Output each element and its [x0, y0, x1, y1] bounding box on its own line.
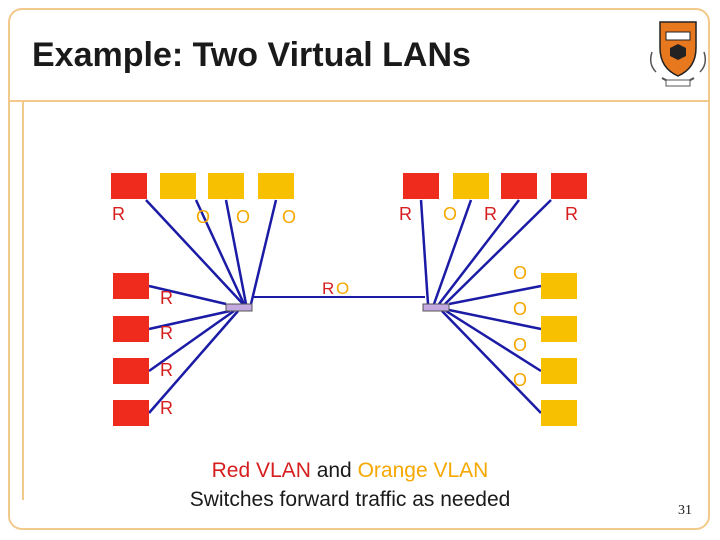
- host-right-1: [541, 273, 577, 299]
- page-number: 31: [678, 503, 692, 518]
- link-right-4: [441, 310, 542, 414]
- host-label-top-2: O: [196, 207, 210, 227]
- host-label-top-8: R: [565, 204, 578, 224]
- host-top-4: [258, 173, 294, 199]
- left-margin-rule: [22, 100, 24, 500]
- link-top-2: [194, 199, 246, 305]
- slide-frame: [8, 8, 710, 530]
- host-group: [111, 173, 587, 426]
- link-top-8: [444, 199, 552, 305]
- link-left-1: [148, 284, 227, 306]
- host-left-3: [113, 358, 149, 384]
- host-label-left-1: R: [160, 288, 173, 308]
- host-label-top-1: R: [112, 204, 125, 224]
- link-top-6: [432, 199, 473, 305]
- host-label-left-2: R: [160, 323, 173, 343]
- link-group: [145, 199, 552, 414]
- host-label-top-6: O: [443, 204, 457, 224]
- trunk-label-red: R: [322, 279, 334, 298]
- link-left-2: [148, 309, 231, 331]
- trunk-label-orange: O: [336, 279, 349, 298]
- link-right-2: [448, 308, 542, 331]
- host-right-2: [541, 316, 577, 342]
- caption-line-2: Switches forward traffic as needed: [189, 488, 511, 511]
- host-label-right-3: O: [513, 335, 527, 355]
- switch-left: [225, 303, 253, 312]
- host-top-7: [501, 173, 537, 199]
- caption-red-vlan: Red VLAN: [211, 459, 311, 482]
- host-label-top-4: O: [282, 207, 296, 227]
- host-label-right-4: O: [513, 370, 527, 390]
- host-left-4: [113, 400, 149, 426]
- host-label-top-7: R: [484, 204, 497, 224]
- caption-and: and: [316, 459, 352, 482]
- host-top-6: [453, 173, 489, 199]
- switch-right: [422, 303, 450, 312]
- caption-orange-vlan: Orange VLAN: [357, 459, 489, 482]
- host-right-3: [541, 358, 577, 384]
- link-right-3: [445, 309, 542, 373]
- host-top-1: [111, 173, 147, 199]
- host-left-1: [113, 273, 149, 299]
- slide-title: Example: Two Virtual LANs: [32, 36, 471, 74]
- host-label-right-1: O: [513, 263, 527, 283]
- princeton-shield-icon: [649, 21, 707, 87]
- title-divider: [10, 100, 710, 102]
- caption-line-1: Red VLAN and Orange VLAN: [140, 459, 560, 483]
- host-right-4: [541, 400, 577, 426]
- link-left-4: [148, 310, 239, 414]
- link-right-1: [448, 284, 542, 306]
- host-label-left-4: R: [160, 398, 173, 418]
- host-label-right-2: O: [513, 299, 527, 319]
- link-top-4: [249, 199, 278, 305]
- host-left-2: [113, 316, 149, 342]
- host-top-3: [208, 173, 244, 199]
- link-top-7: [438, 199, 520, 305]
- host-label-left-3: R: [160, 360, 173, 380]
- host-top-8: [551, 173, 587, 199]
- host-label-top-5: R: [399, 204, 412, 224]
- host-label-top-3: O: [236, 207, 250, 227]
- link-top-5: [419, 199, 430, 305]
- link-top-3: [224, 199, 248, 305]
- host-top-2: [160, 173, 196, 199]
- host-top-5: [403, 173, 439, 199]
- link-top-1: [145, 199, 244, 305]
- link-left-3: [148, 309, 235, 373]
